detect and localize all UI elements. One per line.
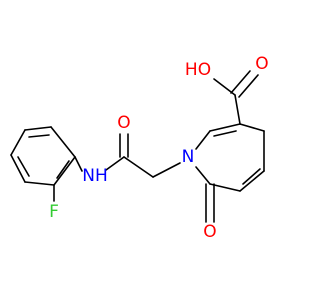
bond-n-ch2 — [152, 162, 181, 178]
label-fluorine: F — [49, 202, 59, 222]
bond-ring-c5-c4-b — [242, 168, 261, 185]
bond-ph-c5-c6 — [24, 181, 55, 186]
bond-ring-c3-c2-b — [213, 130, 237, 137]
bond-nh-phenyl — [74, 156, 83, 172]
bond-ring-n-c6 — [195, 166, 211, 185]
bond-ph-c4-c5-inner — [17, 156, 30, 177]
molecule-structure-diagram: HO O O N NH F O — [10, 54, 269, 242]
bond-ph-c2-c3 — [24, 126, 52, 131]
bonds — [10, 70, 265, 223]
label-ketone-oxygen: O — [203, 222, 216, 242]
label-carboxyl-oxygen: O — [255, 54, 268, 74]
bond-ring-c-carboxyl-c — [234, 94, 241, 125]
label-amide-oxygen: O — [117, 113, 130, 133]
bond-c-o-double-b — [238, 74, 259, 98]
bond-ring-c6-c5 — [209, 183, 241, 192]
bond-ring-c3-c2-a — [209, 123, 241, 132]
bond-ph-c1-c6 — [53, 156, 76, 186]
bond-ring-c3-c3a — [239, 123, 265, 132]
structure-canvas: HO O O N NH F O — [10, 54, 269, 242]
bond-ch2-amide-c — [123, 156, 154, 178]
bond-ring-c5-c4-a — [239, 170, 265, 192]
bond-ph-c3-c4 — [10, 129, 26, 156]
bond-ph-c4-c5 — [10, 154, 26, 183]
bond-ph-c6-c1-inner — [56, 160, 70, 179]
bond-amide-c-nh — [105, 156, 125, 171]
bond-c-o-double-a — [230, 70, 251, 94]
bond-ph-c1-c2 — [50, 126, 76, 158]
atom-labels: HO O O N NH F O — [49, 54, 269, 242]
label-ring-nitrogen: N — [182, 147, 195, 167]
bond-ring-c2-n — [195, 130, 211, 150]
label-hydroxyl: HO — [185, 60, 211, 80]
label-amide-nitrogen: NH — [82, 166, 108, 186]
bond-ph-c2-c3-inner — [28, 134, 50, 138]
